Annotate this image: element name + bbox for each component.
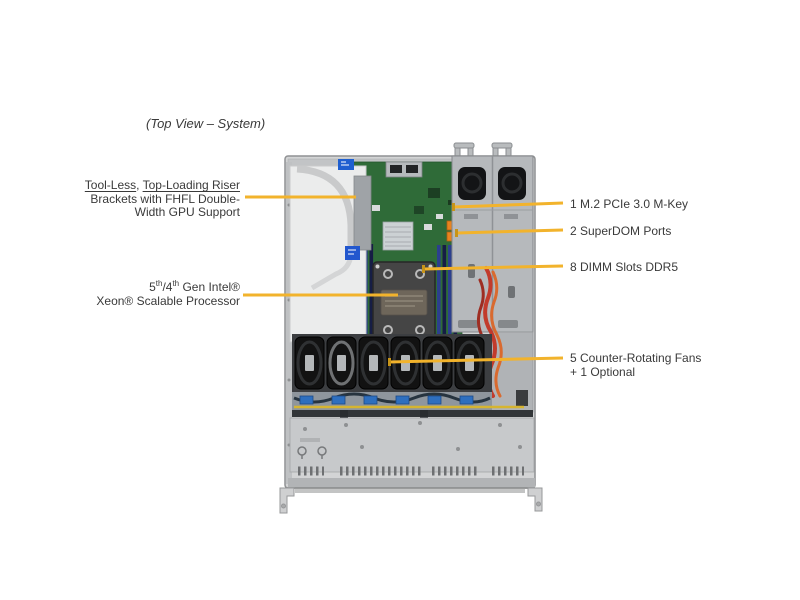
riser-label-underlined-1: Tool-Less: [84, 178, 137, 192]
callout-riser-label: Tool-Less, Top-Loading Riser Brackets wi…: [40, 178, 240, 220]
cpu-label-line2: Xeon® Scalable Processor: [96, 293, 240, 308]
view-label: (Top View – System): [146, 116, 266, 131]
cpu-label-sup2: th: [172, 279, 180, 288]
mounting-ears: [279, 487, 543, 514]
fan-6: [454, 336, 485, 390]
riser-label-line2: Brackets with FHFL Double-: [90, 191, 240, 206]
riser-label-separator: ,: [136, 178, 143, 192]
callout-line-dimm: [423, 264, 564, 271]
callout-cpu-label: 5th/4th Gen Intel® Xeon® Scalable Proces…: [40, 279, 240, 308]
cable-tray: [292, 392, 533, 420]
psu-handles: [453, 142, 513, 161]
fan-5: [422, 336, 453, 390]
cpu-label-seg2: /4: [162, 280, 173, 294]
cover-latches: [297, 446, 327, 459]
callout-dimm-label: 8 DIMM Slots DDR5: [570, 260, 679, 274]
psu-bay-vent: [516, 390, 528, 406]
riser-bracket: [289, 159, 372, 343]
backplane-bar: [292, 410, 533, 417]
callout-superdom-label: 2 SuperDOM Ports: [570, 224, 672, 238]
drive-bay-cover: [289, 417, 535, 473]
callout-m2-label: 1 M.2 PCIe 3.0 M-Key: [570, 197, 689, 211]
service-label-mid: [345, 246, 360, 260]
backplane-connectors: [299, 395, 474, 405]
cpu-label-sup1: th: [155, 279, 163, 288]
power-supplies: [451, 155, 534, 333]
chassis-front-edge: [288, 478, 535, 488]
riser-label-underlined-2: Top-Loading Riser: [142, 178, 240, 192]
callout-lines: [243, 195, 564, 366]
callout-line-m2: [453, 201, 564, 209]
chipset-heatsink: [382, 221, 414, 251]
fan-2: [326, 336, 357, 390]
riser-label-line3: Width GPU Support: [134, 205, 240, 219]
callout-line-fans: [388, 356, 564, 364]
fans-label-line2: + 1 Optional: [570, 364, 636, 379]
fan-1: [294, 336, 325, 390]
chassis-left-rail: [286, 162, 292, 484]
callout-fans-label: 5 Counter-Rotating Fans + 1 Optional: [570, 351, 702, 379]
cpu-label-seg1: 5: [149, 280, 156, 294]
fans-label-line1: 5 Counter-Rotating Fans: [570, 351, 702, 365]
fan-3: [358, 336, 389, 390]
callout-line-superdom: [456, 228, 564, 235]
cpu-label-seg3: Gen Intel®: [179, 280, 240, 294]
cpu-heatsink: [372, 261, 436, 343]
